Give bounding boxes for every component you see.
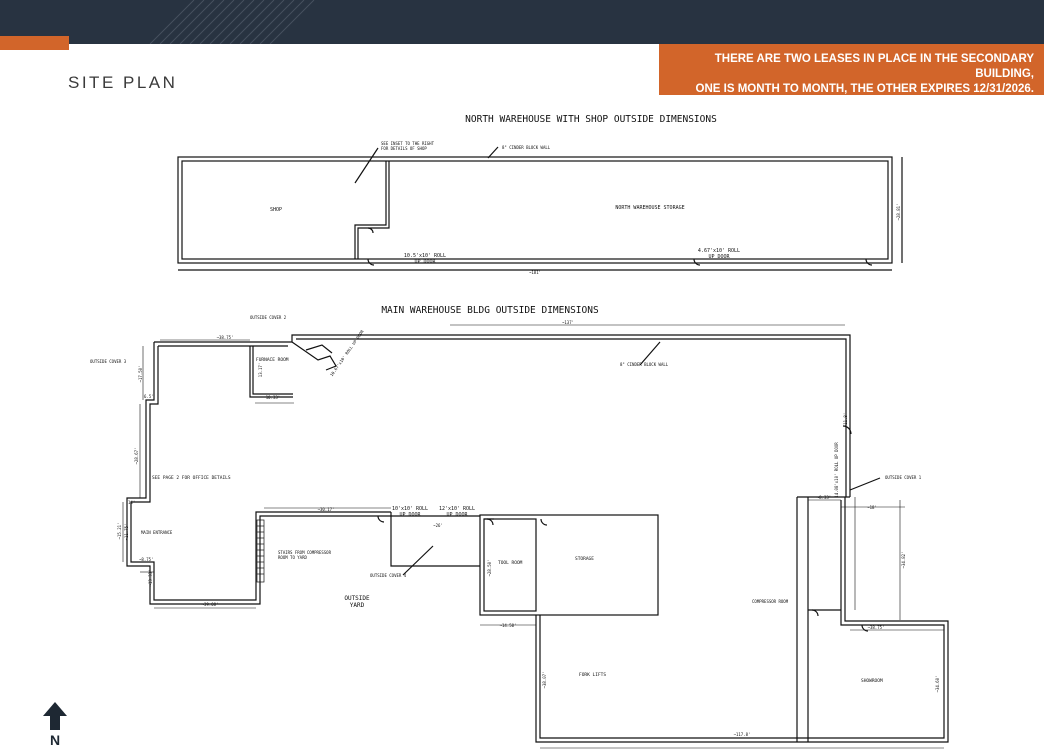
dim-39-08: ~39.08' — [202, 602, 219, 607]
north-letter: N — [50, 732, 60, 748]
north-dim-width: ~28.81' — [896, 204, 901, 221]
dim-137: ~137' — [562, 320, 574, 325]
dim-34-60: ~34.60' — [935, 676, 940, 693]
door-12x10-line-2: UP DOOR — [446, 512, 468, 518]
north-warehouse-walls — [177, 146, 903, 271]
door-1-line-1: 10.5'x10' ROLL — [404, 253, 446, 259]
dim-14-50: ~14.50' — [500, 623, 517, 628]
door-10x10-line-1: 10'x10' ROLL — [392, 506, 428, 512]
inset-note-2: FOR DETAILS OF SHOP — [381, 146, 427, 151]
stairs-note-2: ROOM TO YARD — [278, 555, 307, 560]
compressor-room-label: COMPRESSOR ROOM — [752, 599, 789, 604]
header-bar — [0, 0, 1044, 44]
callout-line-2: ONE IS MONTH TO MONTH, THE OTHER EXPIRES… — [695, 83, 1034, 95]
north-dim-length: ~181' — [529, 270, 541, 275]
dim-11-75: ~11.75' — [124, 524, 129, 541]
dimension-lines — [122, 324, 944, 749]
dim-11-8: ~11.8' — [843, 413, 848, 427]
office-note: SEE PAGE 2 FOR OFFICE DETAILS — [152, 475, 231, 481]
outside-cover-4: OUTSIDE COVER 4 — [370, 573, 407, 578]
fork-lifts-label: FORK LIFTS — [579, 672, 606, 678]
inset-note-1: SEE INSET TO THE RIGHT — [381, 141, 435, 146]
door-10x10-line-2: UP DOOR — [399, 512, 421, 518]
dim-28-50: ~28.50' — [487, 560, 492, 577]
north-storage-label: NORTH WAREHOUSE STORAGE — [615, 205, 684, 211]
showroom-label: SHOWROOM — [861, 678, 883, 684]
main-warehouse-heading: MAIN WAREHOUSE BLDG OUTSIDE DIMENSIONS — [381, 305, 599, 316]
dim-38-75b: ~38.75' — [868, 625, 885, 630]
dim-8-33: ~8.33' — [817, 495, 831, 500]
roll-door-b: 14.08'x10' ROLL UP DOOR — [834, 442, 839, 498]
accent-strip — [0, 36, 69, 50]
dim-8-75: ~8.75' — [139, 557, 153, 562]
stairs-note-1: STAIRS FROM COMPRESSOR — [278, 550, 332, 555]
dim-18: ~18' — [867, 505, 877, 510]
lease-callout: THERE ARE TWO LEASES IN PLACE IN THE SEC… — [659, 44, 1044, 95]
north-arrow-icon: N — [43, 702, 67, 748]
door-1-line-2: UP DOOR — [414, 259, 436, 265]
outside-cover-2: OUTSIDE COVER 2 — [250, 315, 287, 320]
north-warehouse-heading: NORTH WAREHOUSE WITH SHOP OUTSIDE DIMENS… — [465, 114, 717, 125]
door-12x10-line-1: 12'x10' ROLL — [439, 506, 475, 512]
door-2-line-1: 4.67'x10' ROLL — [698, 248, 740, 254]
dim-13-33: ~13.33' — [148, 570, 153, 587]
callout-line-1: THERE ARE TWO LEASES IN PLACE IN THE SEC… — [714, 53, 1034, 80]
outside-cover-3: OUTSIDE COVER 3 — [90, 359, 127, 364]
dim-10-33: 10.33' — [266, 395, 280, 400]
header-diagonal-pattern — [149, 0, 315, 44]
main-wall-note: 8" CINDER BLOCK WALL — [620, 362, 669, 367]
roll-door-a: 10.67'x10' ROLL UP DOOR — [329, 329, 365, 378]
stairs — [256, 519, 265, 583]
dim-38-07: ~38.07' — [542, 672, 547, 689]
dim-34-82: ~34.82' — [901, 552, 906, 569]
dim-13-17: 13.17' — [258, 363, 263, 377]
shop-label: SHOP — [270, 207, 282, 213]
outside-yard-line-1: OUTSIDE — [344, 595, 370, 602]
tool-room-label: TOOL ROOM — [498, 560, 523, 566]
north-arrow: N — [40, 700, 70, 748]
storage-label: STORAGE — [575, 556, 594, 562]
dim-17-50: ~17.50' — [138, 366, 143, 383]
dim-117-8: ~117.8' — [734, 732, 751, 737]
main-entrance-label: MAIN ENTRANCE — [141, 530, 173, 535]
north-wall-note: 8" CINDER BLOCK WALL — [502, 145, 551, 150]
dim-28-67: ~28.67' — [134, 448, 139, 465]
page-title: SITE PLAN — [68, 73, 178, 92]
dim-26: ~26' — [433, 523, 443, 528]
outside-cover-1: OUTSIDE COVER 1 — [885, 475, 922, 480]
dim-14: 14' — [128, 500, 135, 505]
dim-15-21: ~15.21' — [117, 523, 122, 540]
dim-6-5: 6.5' — [144, 394, 154, 399]
main-warehouse-walls — [126, 334, 949, 743]
furnace-room-label: FURNACE ROOM — [256, 357, 289, 363]
door-2-line-2: UP DOOR — [708, 254, 730, 260]
dim-30-17: ~30.17' — [318, 507, 335, 512]
outside-yard-line-2: YARD — [350, 602, 365, 609]
dim-38-75: ~38.75' — [217, 335, 234, 340]
